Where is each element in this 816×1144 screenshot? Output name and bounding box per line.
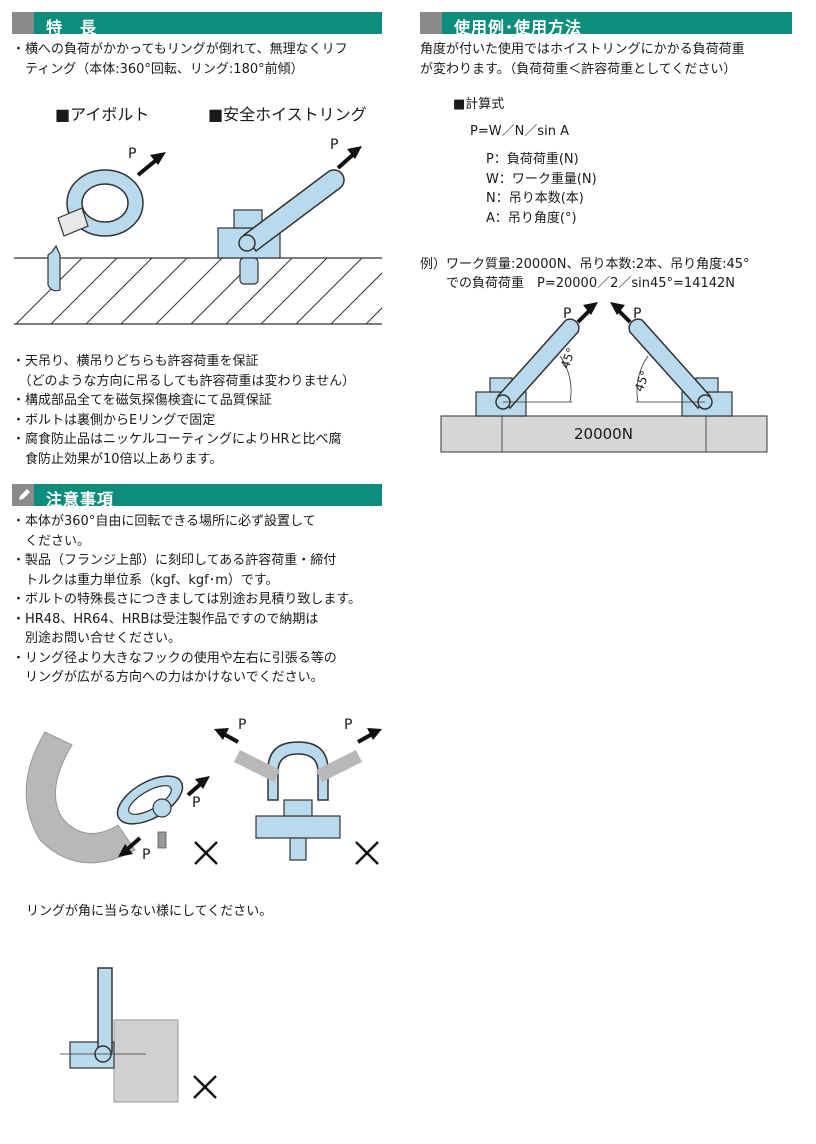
example-line2: での負荷荷重 P=20000／2／sin45°=14142N (420, 276, 735, 291)
cautions-list-item: 別途お問い合せください。 (12, 631, 182, 646)
corner-note: リングが角に当らない様にしてください。 (26, 904, 273, 919)
features-title: 特 長 (46, 18, 98, 37)
cautions-list-item: リングが広がる方向への力はかけないでください。 (12, 670, 324, 685)
features-list-item: ・構成部品全てを磁気探傷検査にて品質保証 (12, 393, 272, 408)
usage-p-label-right: P (633, 306, 642, 322)
example-line1: 例）ワーク質量:20000N、吊り本数:2本、吊り角度:45° (420, 257, 750, 272)
cautions-list-item: ・HR48、HR64、HRBは受注製作品ですので納期は (12, 611, 319, 627)
features-list: ・天吊り、横吊りどちらも許容荷重を保証 （どのような方向に吊るしても許容荷重は変… (12, 352, 384, 469)
eyebolt-label: ■アイボルト (55, 105, 150, 124)
features-list-item: ・腐食防止品はニッケルコーティングによりHRと比べ腐 (12, 432, 342, 447)
block-weight-label: 20000N (574, 425, 633, 443)
header-square (420, 12, 442, 34)
usage-p-label-left: P (563, 306, 572, 322)
definition-item: P：負荷荷重(N) (486, 152, 579, 167)
cautions-list: ・本体が360°自由に回転できる場所に必ず設置して ください。 ・製品（フランジ… (12, 512, 384, 688)
hoist-p-label: P (330, 137, 339, 153)
hook-p-label-upper: P (192, 795, 201, 811)
eyebolt-p-label: P (128, 146, 137, 162)
usage-title: 使用例･使用方法 (454, 18, 583, 37)
hook-p-label-lower: P (142, 847, 151, 863)
definitions-list: P：負荷荷重(N) W：ワーク重量(N) N：吊り本数(本) A：吊り角度(°) (486, 150, 686, 228)
hoist-ring-label: ■安全ホイストリング (208, 105, 367, 124)
definition-item: N：吊り本数(本) (486, 191, 584, 206)
formula-title: ■計算式 (453, 97, 505, 112)
features-list-item: ・ボルトは裏側からEリングで固定 (12, 412, 216, 428)
pencil-icon (19, 489, 30, 500)
spread-p-label-right: P (344, 717, 353, 733)
definition-item: A：吊り角度(°) (486, 210, 577, 226)
features-list-item: 食防止効果が10倍以上あります。 (12, 451, 223, 467)
cautions-list-item: ・リング径より大きなフックの使用や左右に引張る等の (12, 650, 337, 666)
cautions-header: 注意事項 (12, 484, 382, 509)
usage-intro-line1: 角度が付いた使用ではホイストリングにかかる負荷荷重 (420, 42, 745, 57)
definition-item: W：ワーク重量(N) (486, 171, 597, 187)
features-bullet-line2: ティング（本体:360°回転、リング:180°前傾） (12, 62, 304, 77)
spread-p-label-left: P (238, 717, 247, 733)
cautions-title: 注意事項 (46, 490, 115, 509)
formula: P=W／N／sin A (470, 124, 569, 139)
cautions-list-item: ・本体が360°自由に回転できる場所に必ず設置して (12, 514, 316, 529)
features-header: 特 長 (12, 12, 382, 37)
cautions-list-item: ・ボルトの特殊長さにつきましては別途お見積り致します。 (12, 592, 362, 607)
header-square (12, 12, 34, 34)
cautions-list-item: ・製品（フランジ上部）に刻印してある許容荷重・締付 (12, 553, 337, 568)
features-list-item: ・天吊り、横吊りどちらも許容荷重を保証 (12, 354, 259, 369)
cautions-list-item: トルクは重力単位系（kgf、kgf･m）です。 (12, 572, 279, 588)
usage-header: 使用例･使用方法 (420, 12, 792, 37)
usage-intro-line2: が変わります。（負荷荷重＜許容荷重としてください） (420, 62, 737, 77)
cautions-list-item: ください。 (12, 533, 91, 549)
features-list-item: （どのような方向に吊るしても許容荷重は変わりません） (12, 373, 356, 389)
features-bullet-line1: ・横への負荷がかかってもリングが倒れて、無理なくリフ (12, 42, 348, 57)
